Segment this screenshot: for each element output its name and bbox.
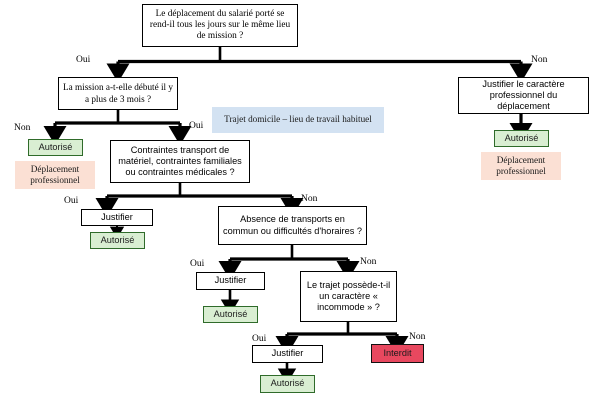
terminal-autorise-mid1: Autorisé bbox=[90, 232, 145, 249]
edge-label-root-oui: Oui bbox=[76, 55, 91, 65]
note-trajet-domicile-lieu-travail-habituel: Trajet domicile – lieu de travail habitu… bbox=[212, 107, 384, 133]
question-root-daily-same-mission-site: Le déplacement du salarié porté se rend-… bbox=[142, 4, 298, 47]
edge-label-incommode-non: Non bbox=[409, 332, 426, 342]
note-deplacement-professionnel-right: Déplacement professionnel bbox=[481, 152, 561, 180]
action-justifier-caractere-professionnel: Justifier le caractère professionnel du … bbox=[458, 77, 589, 114]
action-justifier-3: Justifier bbox=[252, 345, 323, 363]
terminal-autorise-right: Autorisé bbox=[494, 130, 549, 147]
action-justifier-1: Justifier bbox=[81, 209, 153, 226]
edge-label-absence-oui: Oui bbox=[190, 259, 205, 269]
terminal-autorise-mid2: Autorisé bbox=[203, 306, 258, 323]
edge-label-contraintes-oui: Oui bbox=[64, 196, 79, 206]
question-mission-started-over-3-months: La mission a-t-elle débuté il y a plus d… bbox=[58, 77, 178, 110]
terminal-autorise-left: Autorisé bbox=[28, 139, 83, 156]
question-absence-transports-commun-horaires: Absence de transports en commun ou diffi… bbox=[218, 206, 367, 245]
question-contraintes-transport-familiales-medicales: Contraintes transport de matériel, contr… bbox=[110, 140, 250, 183]
edge-label-root-non: Non bbox=[531, 55, 548, 65]
edge-label-incommode-oui: Oui bbox=[252, 334, 267, 344]
edge-label-contraintes-non: Non bbox=[301, 194, 318, 204]
edge-label-mission-oui: Oui bbox=[189, 121, 204, 131]
action-justifier-2: Justifier bbox=[196, 272, 265, 290]
question-trajet-caractere-incommode: Le trajet possède-t-il un caractère « in… bbox=[300, 271, 397, 322]
terminal-autorise-bottom: Autorisé bbox=[260, 375, 315, 393]
edge-label-mission-non: Non bbox=[14, 123, 31, 133]
note-deplacement-professionnel-left: Déplacement professionnel bbox=[15, 161, 95, 189]
edge-label-absence-non: Non bbox=[360, 257, 377, 267]
terminal-interdit: Interdit bbox=[371, 344, 424, 363]
